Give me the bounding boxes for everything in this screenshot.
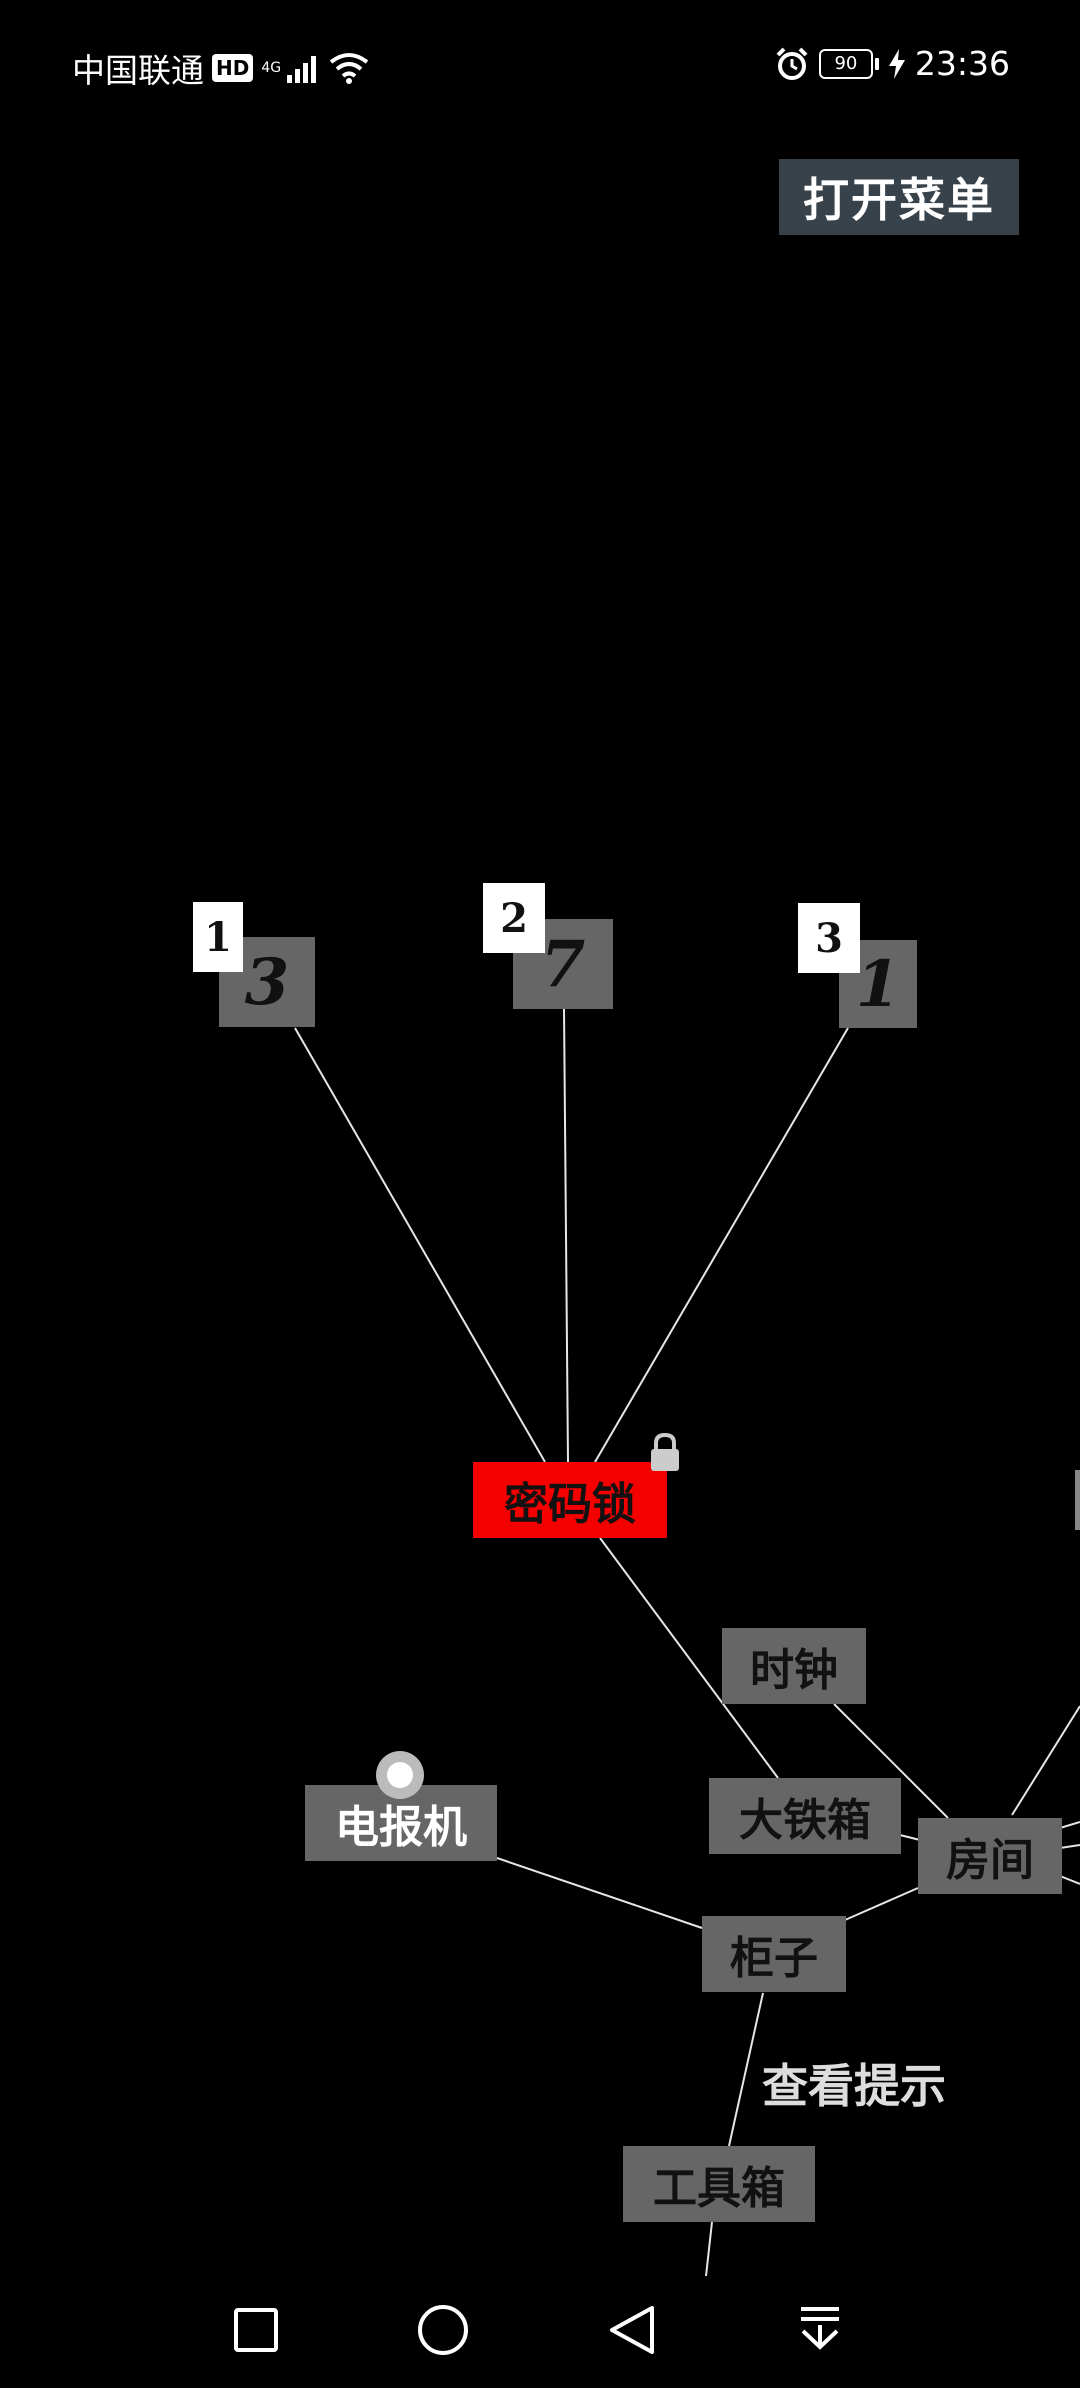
digit-index-label-2: 2 [500,894,528,942]
telegraph-dot-indicator [376,1751,424,1799]
square-icon [234,2308,278,2352]
triangle-back-icon [610,2306,654,2354]
digit-value-3: 1 [855,946,901,1022]
telegraph-label: 电报机 [335,1802,467,1853]
battery-tip [874,57,879,70]
open-menu-button[interactable]: 打开菜单 [779,159,1019,235]
circle-icon [418,2305,468,2355]
edge-lock-chest [599,1537,779,1779]
alarm-icon [776,47,808,80]
digit-index-3: 3 [798,903,860,973]
digit-index-label-1: 1 [204,913,232,961]
navigation-bar [0,2280,1080,2388]
pull-down-icon [801,2307,839,2350]
digit-index-1: 1 [193,902,243,972]
room-label: 房间 [946,1835,1034,1886]
battery-indicator: 90 [818,48,879,79]
pull-down-menu-button[interactable] [790,2300,850,2360]
battery-level: 90 [818,48,873,79]
view-hint-button[interactable]: 查看提示 [762,2059,946,2113]
edge-room-offscreen3 [1059,1844,1080,1849]
big-iron-chest-node[interactable]: 大铁箱 [709,1778,901,1854]
offscreen-node-edge [1075,1470,1080,1530]
carrier-name: 中国联通 [72,51,204,90]
status-bar: 中国联通 HD 4G 90 23:36 [0,0,1080,130]
clock-label: 时钟 [750,1645,838,1696]
combination-lock-node[interactable]: 密码锁 [473,1462,667,1538]
digit-node-1[interactable]: 3 [219,937,315,1027]
toolbox-node[interactable]: 工具箱 [623,2146,815,2222]
digit-index-2: 2 [483,883,545,953]
recent-apps-button[interactable] [226,2300,286,2360]
back-button[interactable] [602,2300,662,2360]
wifi-icon [330,53,369,84]
charging-icon [888,48,905,79]
digit-value-1: 3 [244,944,290,1020]
home-button[interactable] [413,2300,473,2360]
edge-telegraph-cabinet [496,1857,703,1929]
lock-icon [651,1432,679,1471]
edge-chest-room [899,1834,921,1841]
edge-cabinet-toolbox [728,1992,764,2147]
telegraph-node[interactable]: 电报机 [305,1785,497,1861]
combination-lock-label: 密码锁 [504,1479,636,1530]
toolbox-label: 工具箱 [653,2163,785,2214]
edge-lock-digit1 [294,1027,546,1463]
status-left: 中国联通 HD 4G [72,44,369,92]
clock-node[interactable]: 时钟 [722,1628,866,1704]
edge-room-offscreen2 [1059,1821,1080,1829]
clock-time: 23:36 [914,44,1010,83]
edge-room-offscreen4 [1059,1875,1080,1885]
edge-room-cabinet [844,1887,919,1921]
digit-value-2: 7 [540,926,586,1002]
big-iron-chest-label: 大铁箱 [739,1795,871,1846]
hd-badge: HD [212,54,254,82]
cabinet-node[interactable]: 柜子 [702,1916,846,1992]
room-node[interactable]: 房间 [918,1818,1062,1894]
signal-icon [287,56,317,83]
edge-toolbox-down [705,2221,713,2277]
digit-index-label-3: 3 [815,914,843,962]
edge-room-offscreen [1011,1705,1080,1816]
edge-clock-room [833,1703,949,1819]
edge-lock-digit2 [563,1007,569,1463]
digit-node-2[interactable]: 7 [513,919,613,1009]
edge-lock-digit3 [594,1027,849,1463]
status-right: 90 23:36 [775,44,1010,83]
cabinet-label: 柜子 [730,1933,818,1984]
network-type: 4G [261,60,282,76]
